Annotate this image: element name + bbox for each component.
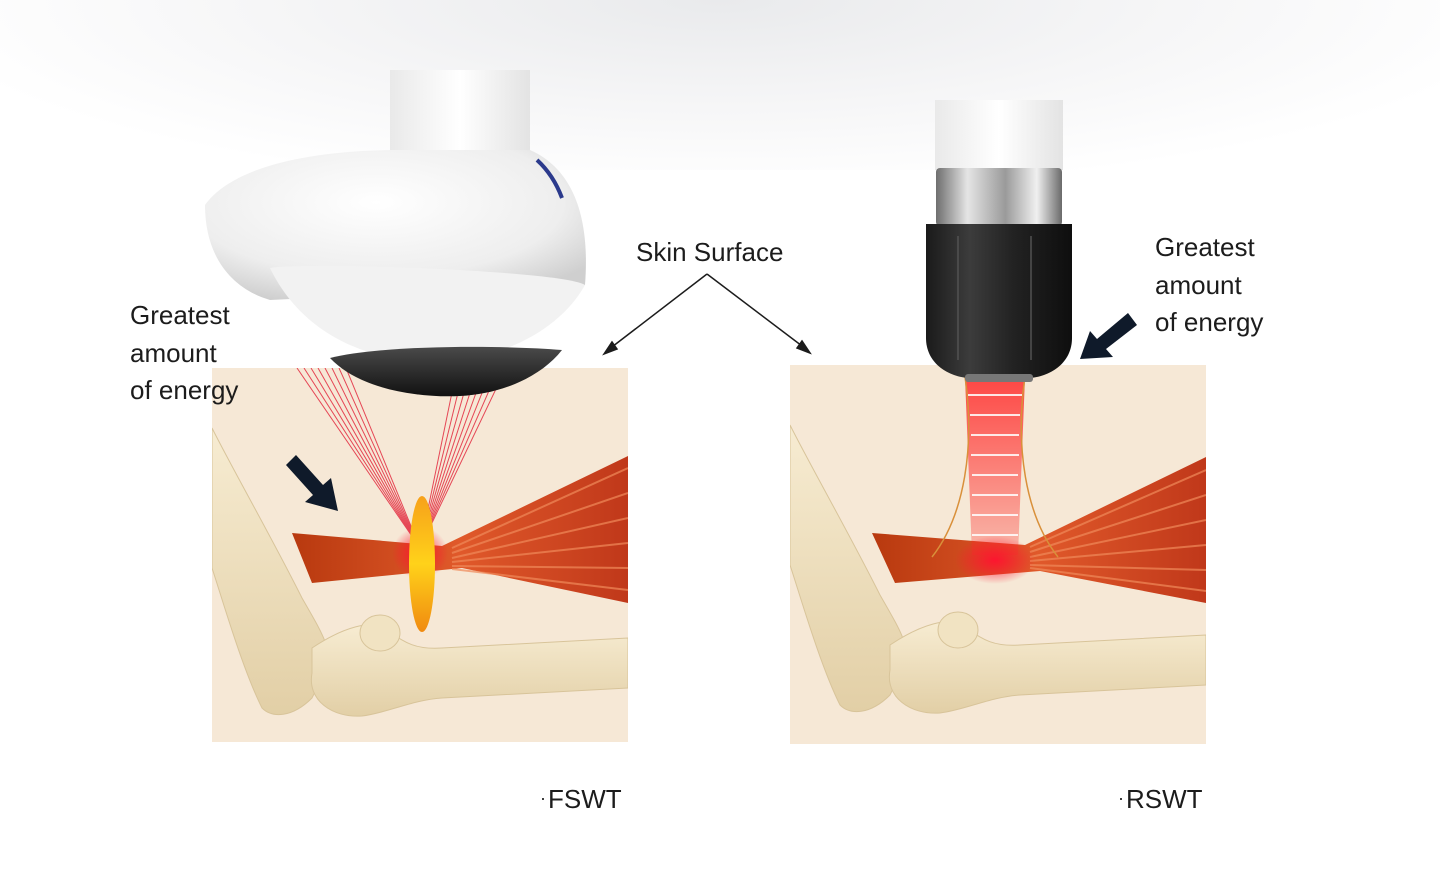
rswt-anatomy xyxy=(790,376,1206,714)
energy-label-line: Greatest xyxy=(1155,232,1255,262)
radial-shockwave-beam xyxy=(965,377,1025,555)
energy-hotspot xyxy=(955,536,1035,584)
fswt-caption: ·FSWT xyxy=(540,784,622,815)
focal-zone xyxy=(409,496,435,632)
bullet: · xyxy=(1118,788,1124,808)
bullet: · xyxy=(540,788,546,808)
pointer-arrow-icon xyxy=(1080,313,1137,359)
fswt-text: FSWT xyxy=(548,784,622,814)
energy-label-line: Greatest xyxy=(130,300,230,330)
energy-label-line: amount xyxy=(1155,269,1242,300)
pointer-arrow-icon xyxy=(286,455,338,511)
muscle-fibers xyxy=(451,467,628,591)
fswt-anatomy xyxy=(212,368,628,717)
rswt-caption: ·RSWT xyxy=(1118,784,1203,815)
energy-label-line: amount xyxy=(130,337,217,368)
skin-surface-label: Skin Surface xyxy=(636,237,784,267)
beam-edge-left xyxy=(931,376,970,558)
beam-edge-right xyxy=(1020,376,1059,558)
elbow-knob xyxy=(937,611,979,649)
energy-label-line: of energy xyxy=(1155,307,1264,337)
elbow-knob xyxy=(359,614,401,652)
fswt-applicator xyxy=(205,70,586,397)
rswt-energy-label: Greatest amount of energy xyxy=(1155,229,1263,342)
rswt-tissue-panel xyxy=(790,365,1206,744)
fswt-tissue-panel xyxy=(212,368,628,742)
rswt-applicator xyxy=(926,100,1072,382)
pressure-wave-bands xyxy=(968,394,1022,536)
fswt-energy-label: Greatest amount of energy xyxy=(130,297,238,410)
skin-surface-pointers xyxy=(602,273,812,356)
rswt-text: RSWT xyxy=(1126,784,1203,814)
muscle-tendon xyxy=(872,457,1206,603)
background-glow xyxy=(0,0,1440,170)
muscle-fibers xyxy=(1029,469,1206,592)
energy-label-line: of energy xyxy=(130,375,239,405)
